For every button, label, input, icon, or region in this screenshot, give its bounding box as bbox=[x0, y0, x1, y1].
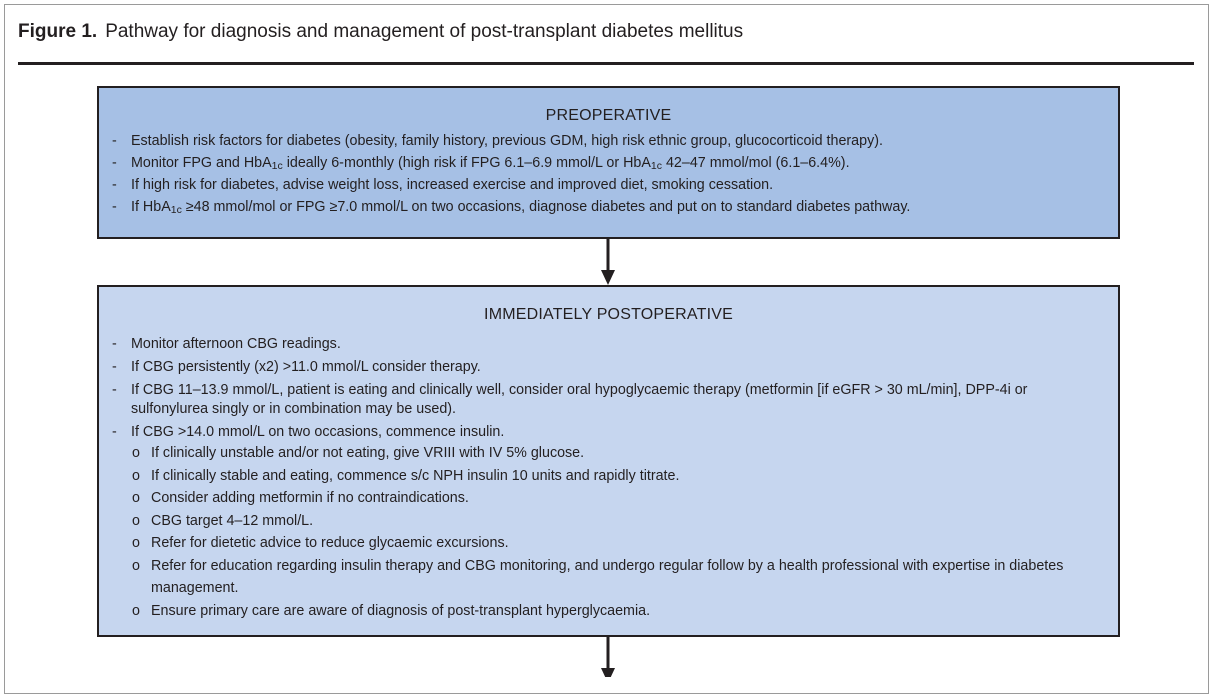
figure-title: Pathway for diagnosis and management of … bbox=[105, 21, 744, 42]
sub-list-item: Refer for dietetic advice to reduce glyc… bbox=[109, 532, 1108, 555]
down-arrow-icon bbox=[601, 637, 615, 677]
postoperative-box: IMMEDIATELY POSTOPERATIVE Monitor aftern… bbox=[97, 285, 1120, 637]
postoperative-sublist: If clinically unstable and/or not eating… bbox=[109, 442, 1108, 622]
preoperative-heading: PREOPERATIVE bbox=[545, 107, 672, 124]
sub-list-item: Ensure primary care are aware of diagnos… bbox=[109, 600, 1108, 623]
sub-list-item: CBG target 4–12 mmol/L. bbox=[109, 510, 1108, 533]
sub-list-item: If clinically stable and eating, commenc… bbox=[109, 465, 1108, 488]
list-item: Establish risk factors for diabetes (obe… bbox=[109, 132, 1108, 151]
sub-list-item: Consider adding metformin if no contrain… bbox=[109, 487, 1108, 510]
preoperative-list: Establish risk factors for diabetes (obe… bbox=[109, 132, 1108, 217]
list-item: If high risk for diabetes, advise weight… bbox=[109, 176, 1108, 195]
sub-list-item: If clinically unstable and/or not eating… bbox=[109, 442, 1108, 465]
figure-caption: Figure 1. Pathway for diagnosis and manag… bbox=[18, 20, 743, 44]
figure-label: Figure 1. bbox=[18, 21, 98, 42]
postoperative-list: Monitor afternoon CBG readings. If CBG p… bbox=[109, 335, 1108, 442]
sub-list-item: Refer for education regarding insulin th… bbox=[109, 555, 1108, 600]
list-item: Monitor FPG and HbA1c ideally 6-monthly … bbox=[109, 154, 1108, 173]
preoperative-box: PREOPERATIVE Establish risk factors for … bbox=[97, 86, 1120, 239]
down-arrow-icon bbox=[601, 239, 615, 285]
list-item: If CBG 11–13.9 mmol/L, patient is eating… bbox=[109, 381, 1108, 419]
postoperative-heading: IMMEDIATELY POSTOPERATIVE bbox=[484, 306, 733, 323]
caption-rule bbox=[18, 62, 1194, 65]
list-item: If CBG persistently (x2) >11.0 mmol/L co… bbox=[109, 358, 1108, 377]
list-item: If CBG >14.0 mmol/L on two occasions, co… bbox=[109, 423, 1108, 442]
list-item: Monitor afternoon CBG readings. bbox=[109, 335, 1108, 354]
list-item: If HbA1c ≥48 mmol/mol or FPG ≥7.0 mmol/L… bbox=[109, 198, 1108, 217]
